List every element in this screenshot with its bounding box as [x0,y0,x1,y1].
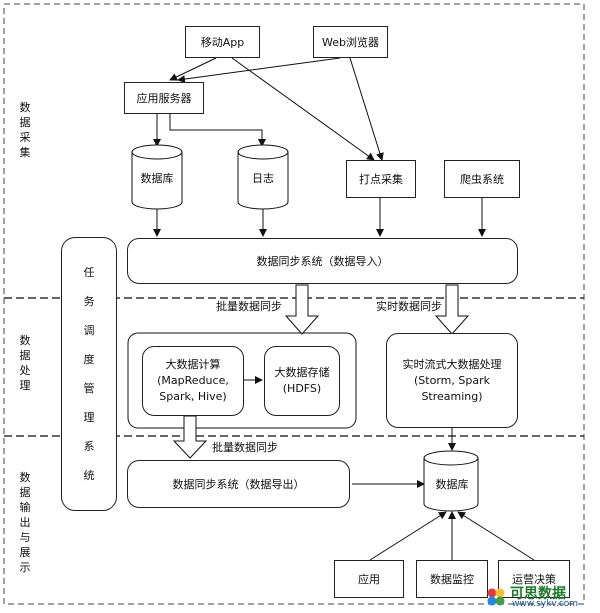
server-to-log-line [169,114,266,147]
app-to-tracking-line [231,57,375,161]
big-compute-box: 大数据计算 (MapReduce, Spark, Hive) [142,346,244,416]
monitor-label: 数据监控 [430,572,474,586]
tracking-box: 打点采集 [346,160,416,198]
web-browser-box: Web浏览器 [313,26,388,58]
scheduler-box: 任 务 调 度 管 理 系 统 [61,237,117,511]
realtime-sync-hollow-arrow [434,284,470,335]
realtime-box: 实时流式大数据处理 (Storm, Spark Streaming) [386,333,518,428]
section-label-collect: 数 据 采 集 [19,101,31,159]
application-label: 应用 [358,572,380,586]
database-top-cylinder [131,144,183,210]
outer-frame [3,3,585,605]
web-browser-label: Web浏览器 [322,35,379,49]
batch-export-hollow-arrow [172,415,208,459]
app-to-server-line [169,57,217,81]
scheduler-label: 任 务 调 度 管 理 系 统 [83,266,95,482]
mobile-app-label: 移动App [200,35,245,49]
app-server-label: 应用服务器 [136,91,192,105]
section-label-process: 数 据 处 理 [19,334,31,392]
database-bottom-label: 数据库 [435,478,469,491]
sync-export-label: 数据同步系统（数据导出） [172,477,305,491]
crawler-label: 爬虫系统 [460,172,504,186]
monitor-box: 数据监控 [416,560,488,598]
mobile-app-box: 移动App [185,26,260,58]
database-bottom-cylinder [423,450,479,512]
batch-sync-hollow-arrow [284,284,320,335]
batch-sync-label-2: 批量数据同步 [212,441,278,454]
watermark: 可思数据 www.sykv.com [486,585,596,611]
ops-label: 运营决策 [512,572,556,586]
tracking-label: 打点采集 [359,172,403,186]
web-to-tracking-line [349,57,384,161]
batch-processing-frame [127,332,357,429]
log-cylinder [237,144,289,210]
crawler-box: 爬虫系统 [444,160,520,198]
big-compute-label: 大数据计算 (MapReduce, Spark, Hive) [157,358,229,403]
watermark-logo-icon [487,588,505,606]
watermark-url: www.sykv.com [512,599,579,609]
ops-box: 运营决策 [498,560,570,598]
section-label-output: 数 据 输 出 与 展 示 [19,471,31,574]
log-label: 日志 [252,172,274,185]
batch-sync-label-1: 批量数据同步 [216,300,282,313]
sync-import-label: 数据同步系统（数据导入） [256,254,389,268]
watermark-name: 可思数据 [510,586,566,602]
big-storage-box: 大数据存储 (HDFS) [264,346,340,416]
sync-export-box: 数据同步系统（数据导出） [127,460,350,508]
app-server-box: 应用服务器 [124,82,204,114]
realtime-sync-label: 实时数据同步 [376,300,442,313]
ops-to-db-line [457,511,535,561]
web-to-server-line [177,57,341,84]
big-storage-label: 大数据存储 (HDFS) [274,366,330,395]
database-top-label: 数据库 [140,172,174,185]
app-to-db-line [369,511,447,561]
sync-import-box: 数据同步系统（数据导入） [127,238,518,284]
application-box: 应用 [334,560,404,598]
realtime-label: 实时流式大数据处理 (Storm, Spark Streaming) [402,357,502,403]
